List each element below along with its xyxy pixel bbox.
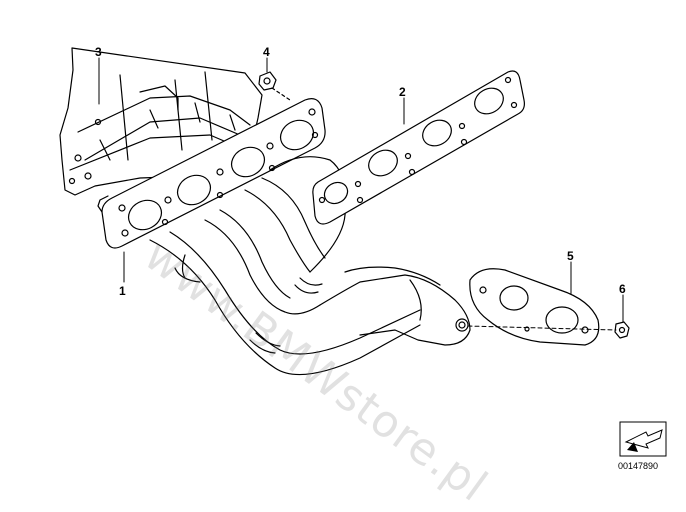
parts-diagram: www.BMWstore.pl 1 2 3 4 5 6 00147890 bbox=[59, 45, 667, 512]
callout-5[interactable]: 5 bbox=[567, 249, 574, 263]
diagram-canvas bbox=[59, 47, 667, 457]
callout-1[interactable]: 1 bbox=[119, 284, 126, 298]
exhaust-manifold-part bbox=[97, 98, 471, 376]
document-number: 00147890 bbox=[618, 461, 659, 471]
callout-4[interactable]: 4 bbox=[263, 45, 270, 59]
flange-gasket-part bbox=[469, 268, 600, 346]
nut-part-4 bbox=[258, 71, 291, 101]
nut-part-6 bbox=[614, 321, 630, 339]
manifold-gasket-part bbox=[312, 70, 525, 225]
callout-3[interactable]: 3 bbox=[95, 45, 102, 59]
arrow-left-down-icon[interactable] bbox=[619, 421, 667, 457]
callout-2[interactable]: 2 bbox=[399, 85, 406, 99]
leader-lines bbox=[98, 57, 624, 323]
callout-6[interactable]: 6 bbox=[619, 282, 626, 296]
